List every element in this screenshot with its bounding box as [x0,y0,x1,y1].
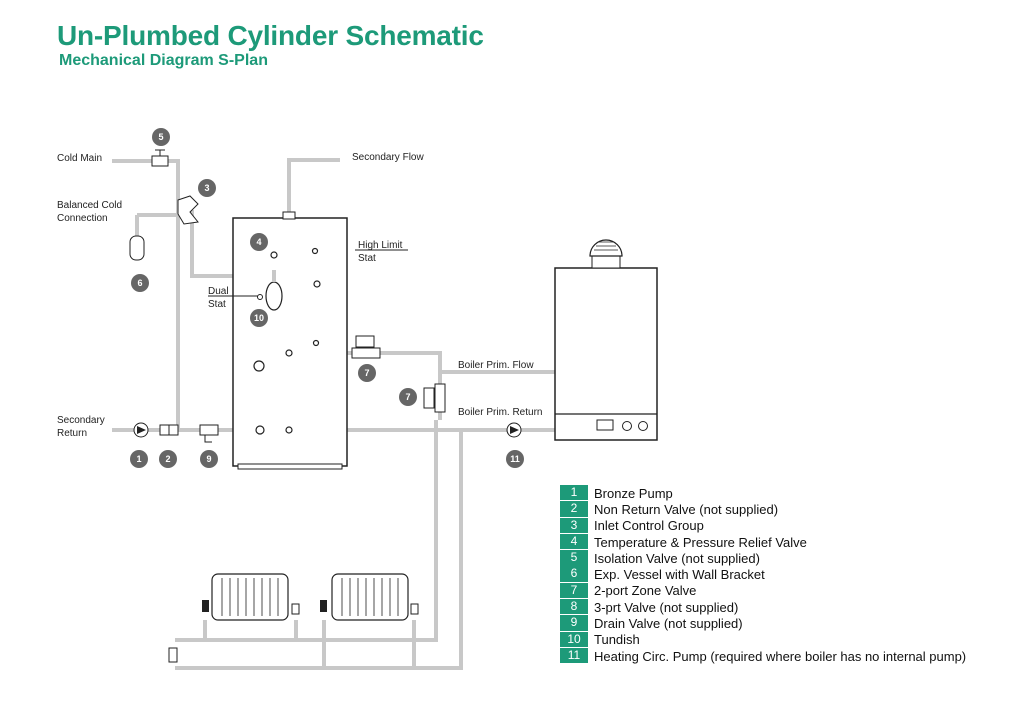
marker-11: 11 [506,450,524,468]
heating-pump-icon [506,422,522,438]
svg-text:5: 5 [158,132,163,142]
non-return-valve-icon [159,424,179,436]
legend-text: Bronze Pump [594,485,673,501]
legend-text: Non Return Valve (not supplied) [594,501,779,517]
legend-text: Heating Circ. Pump (required where boile… [594,648,967,664]
legend-item: 11 Heating Circ. Pump (required where boi… [560,647,967,665]
label-high-limit-2: Stat [358,253,376,264]
legend-number: 5 [560,550,588,567]
label-dual-2: Stat [208,299,226,310]
legend-number: 2 [560,501,588,518]
cylinder [232,217,348,467]
label-cold-main: Cold Main [57,153,102,164]
legend-number: 1 [560,484,588,502]
inlet-control-group-icon [177,195,199,225]
legend-number: 7 [560,582,588,600]
label-secondary-flow: Secondary Flow [352,152,424,163]
label-boiler-return: Boiler Prim. Return [458,407,542,418]
legend-item: 1 Bronze Pump [560,484,966,502]
label-secondary-return-1: Secondary [57,415,105,426]
heating-return-pipe [175,430,463,670]
flue-icon [591,255,621,269]
legend-item: 5 Isolation Valve (not supplied) [560,550,966,567]
label-high-limit-1: High Limit [358,240,403,251]
legend-item: 6 Exp. Vessel with Wall Bracket [560,566,966,583]
svg-text:11: 11 [510,454,520,464]
marker-6: 6 [131,274,149,292]
legend-item: 10 Tundish [560,631,966,649]
legend: 1 Bronze Pump 2 Non Return Valve (not supp… [560,484,967,665]
svg-text:9: 9 [206,454,211,464]
legend-text: 2-port Zone Valve [594,583,697,599]
svg-text:4: 4 [256,237,261,247]
legend-text: Tundish [594,632,640,648]
svg-text:1: 1 [136,454,141,464]
svg-text:10: 10 [254,313,264,323]
label-secondary-return-2: Return [57,428,87,439]
marker-4: 4 [250,233,268,251]
dual-stat-icon [257,294,263,300]
radiator-right [320,573,419,621]
legend-number: 10 [560,631,588,649]
cold-main-pipe [112,159,180,430]
legend-text: Exp. Vessel with Wall Bracket [594,567,765,583]
svg-text:7: 7 [405,392,410,402]
legend-text: Drain Valve (not supplied) [594,616,743,632]
marker-7-top: 7 [358,364,376,382]
legend-number: 9 [560,615,588,632]
legend-item: 8 3-prt Valve (not supplied) [560,598,966,616]
marker-1: 1 [130,450,148,468]
svg-text:6: 6 [137,278,142,288]
heating-flow-pipe [175,420,438,642]
drain-off-icon [168,647,178,663]
svg-text:2: 2 [165,454,170,464]
label-balanced-cold-1: Balanced Cold [57,200,122,211]
legend-number: 6 [560,566,588,583]
legend-number: 8 [560,598,588,616]
legend-number: 3 [560,517,588,534]
isolation-valve-icon [151,149,169,167]
legend-item: 3 Inlet Control Group [560,517,966,534]
marker-5: 5 [152,128,170,146]
legend-item: 9 Drain Valve (not supplied) [560,615,966,632]
tundish-icon [265,281,283,311]
drain-valve-icon [199,424,219,443]
legend-text: Temperature & Pressure Relief Valve [594,534,807,550]
svg-text:3: 3 [204,183,209,193]
label-balanced-cold-2: Connection [57,213,108,224]
bronze-pump-icon [133,422,149,438]
legend-item: 7 2-port Zone Valve [560,582,966,600]
legend-text: Inlet Control Group [594,518,704,534]
marker-7-side: 7 [399,388,417,406]
marker-2: 2 [159,450,177,468]
boiler [554,267,658,441]
svg-text:7: 7 [364,368,369,378]
legend-item: 2 Non Return Valve (not supplied) [560,501,966,518]
radiator-left [202,573,300,621]
legend-number: 11 [560,647,588,665]
diagram-title: Un-Plumbed Cylinder Schematic [57,20,484,51]
label-boiler-flow: Boiler Prim. Flow [458,360,534,371]
cylinder-ports [253,247,321,435]
marker-10: 10 [250,309,268,327]
legend-item: 4 Temperature & Pressure Relief Valve [560,533,966,551]
zone-valve-side-icon [423,383,446,413]
legend-number: 4 [560,533,588,551]
legend-text: 3-prt Valve (not supplied) [594,599,739,615]
marker-9: 9 [200,450,218,468]
diagram-subtitle: Mechanical Diagram S-Plan [59,52,268,69]
expansion-vessel-icon [129,235,145,261]
marker-3: 3 [198,179,216,197]
zone-valve-top-icon [351,335,381,359]
legend-text: Isolation Valve (not supplied) [594,550,760,566]
secondary-flow-pipe [287,158,340,214]
label-dual-1: Dual [208,286,229,297]
